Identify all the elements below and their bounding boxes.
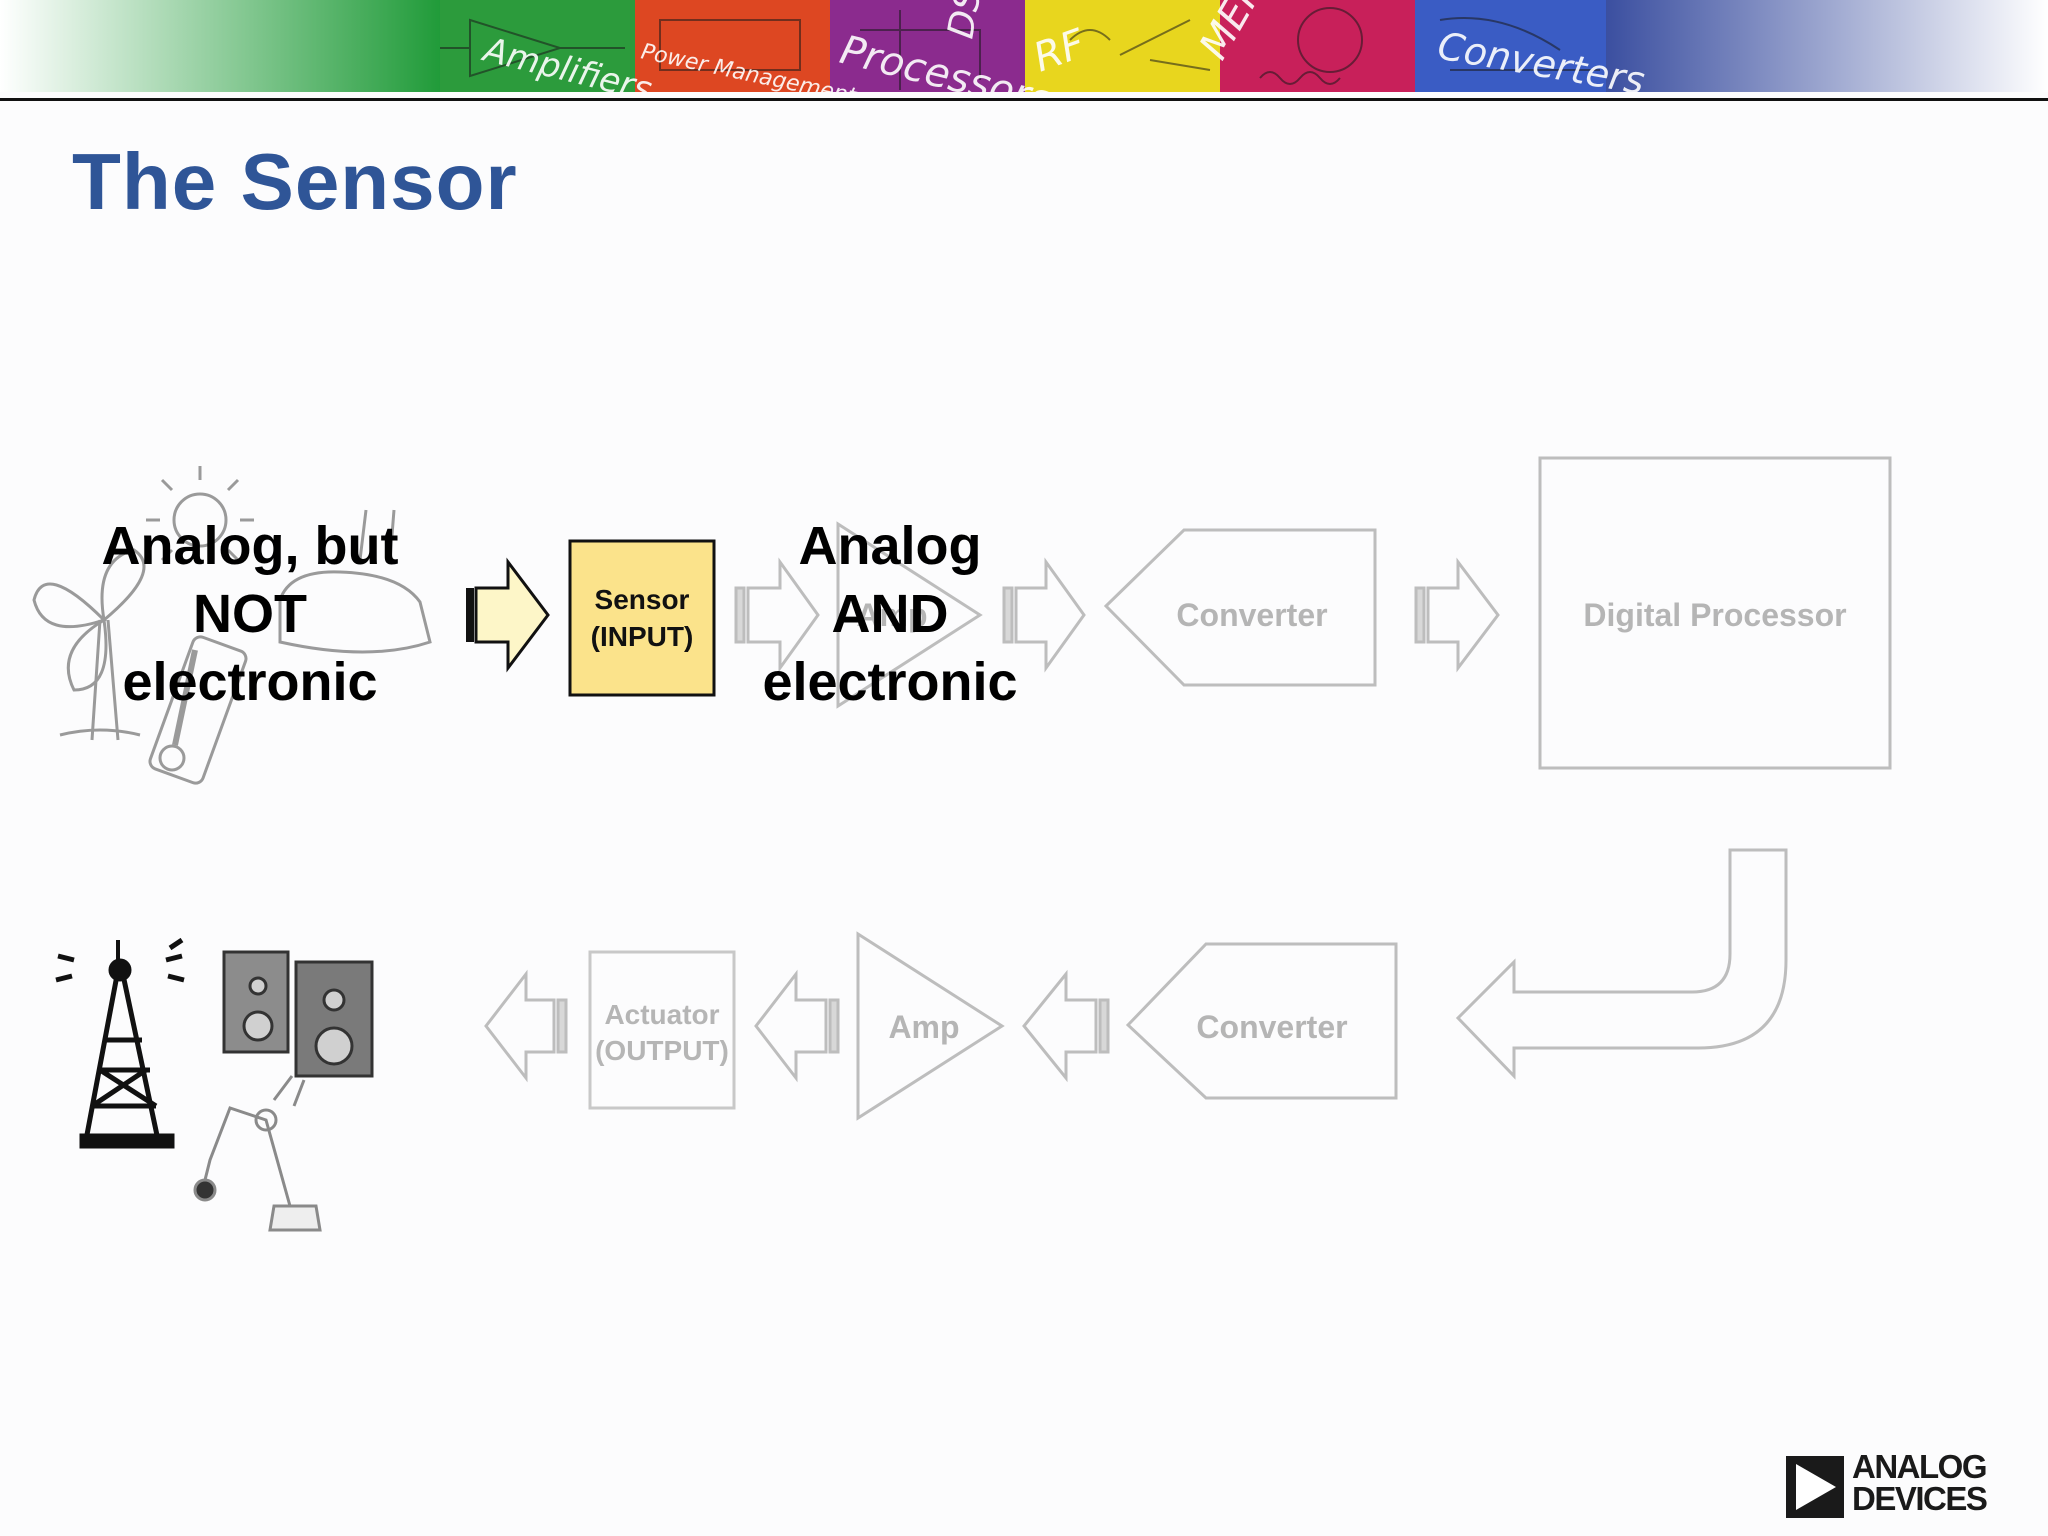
logo-line2: DEVICES (1852, 1480, 1988, 1517)
sun-icon (146, 466, 254, 562)
output-world-illustration (55, 937, 374, 1232)
banner-tile-rf (1025, 0, 1220, 92)
arrow-amp-to-actuator (754, 969, 840, 1083)
arrow-into-sensor (466, 557, 550, 673)
banner-tile-power (635, 0, 830, 92)
arrow-amp-to-converter (1002, 557, 1086, 673)
header-rule (0, 98, 2048, 101)
converter-label-input: Converter (1176, 597, 1327, 633)
sensor-label-line2: (INPUT) (591, 621, 694, 652)
banner-tile-processors (830, 0, 1025, 92)
scale-icon (278, 509, 432, 654)
amp-label-output: Amp (888, 1009, 959, 1045)
speaker-icon (222, 950, 374, 1078)
converter-block-input: Converter (1103, 528, 1377, 687)
processor-label: Digital Processor (1583, 597, 1846, 633)
analog-electronic-line3: electronic (762, 652, 1018, 712)
arrow-converter-to-amp-output (1022, 969, 1110, 1083)
converter-label-output: Converter (1196, 1009, 1347, 1045)
banner-tile-converters (1415, 0, 1610, 92)
slide-title: The Sensor (72, 137, 518, 226)
non-electronic-line1: Analog, but (101, 516, 399, 576)
return-arrow (1455, 848, 1788, 1080)
analog-electronic-line1: Analog (798, 516, 982, 576)
analog-electronic-label: Analog AND electronic (730, 512, 1050, 716)
analog-devices-logo: ANALOG DEVICES (1786, 1448, 1996, 1521)
amp-label-input: Amp (856, 597, 927, 633)
logo-line1: ANALOG (1852, 1448, 1988, 1485)
actuator-label-line1: Actuator (604, 999, 719, 1030)
sensor-label-line1: Sensor (595, 584, 690, 615)
digital-processor-block: Digital Processor (1538, 456, 1892, 770)
amp-triangle-output: Amp (856, 931, 1005, 1121)
actuator-label-line2: (OUTPUT) (595, 1035, 729, 1066)
robot-arm-icon (193, 1075, 322, 1232)
non-electronic-line3: electronic (122, 652, 378, 712)
analog-world-illustration (32, 466, 432, 785)
amp-triangle-input: Amp (836, 521, 983, 709)
thermometer-icon (148, 635, 248, 785)
analog-electronic-line2: AND (831, 584, 949, 644)
banner-tile-amplifiers (440, 0, 635, 92)
non-electronic-line2: NOT (193, 584, 307, 644)
arrow-actuator-to-world (484, 969, 568, 1083)
header-banner: Amplifiers Power Management Processors D… (0, 0, 2048, 92)
arrow-sensor-to-amp (734, 557, 820, 673)
logo-triangle-icon (1786, 1456, 1844, 1518)
converter-block-output: Converter (1125, 942, 1398, 1100)
non-electronic-label: Analog, but NOT electronic (80, 512, 420, 716)
actuator-block: Actuator (OUTPUT) (588, 950, 736, 1110)
arrow-converter-to-processor (1414, 557, 1500, 673)
radio-tower-icon (55, 937, 185, 1149)
sensor-block: Sensor (INPUT) (568, 539, 716, 697)
wind-turbine-icon (32, 548, 146, 741)
